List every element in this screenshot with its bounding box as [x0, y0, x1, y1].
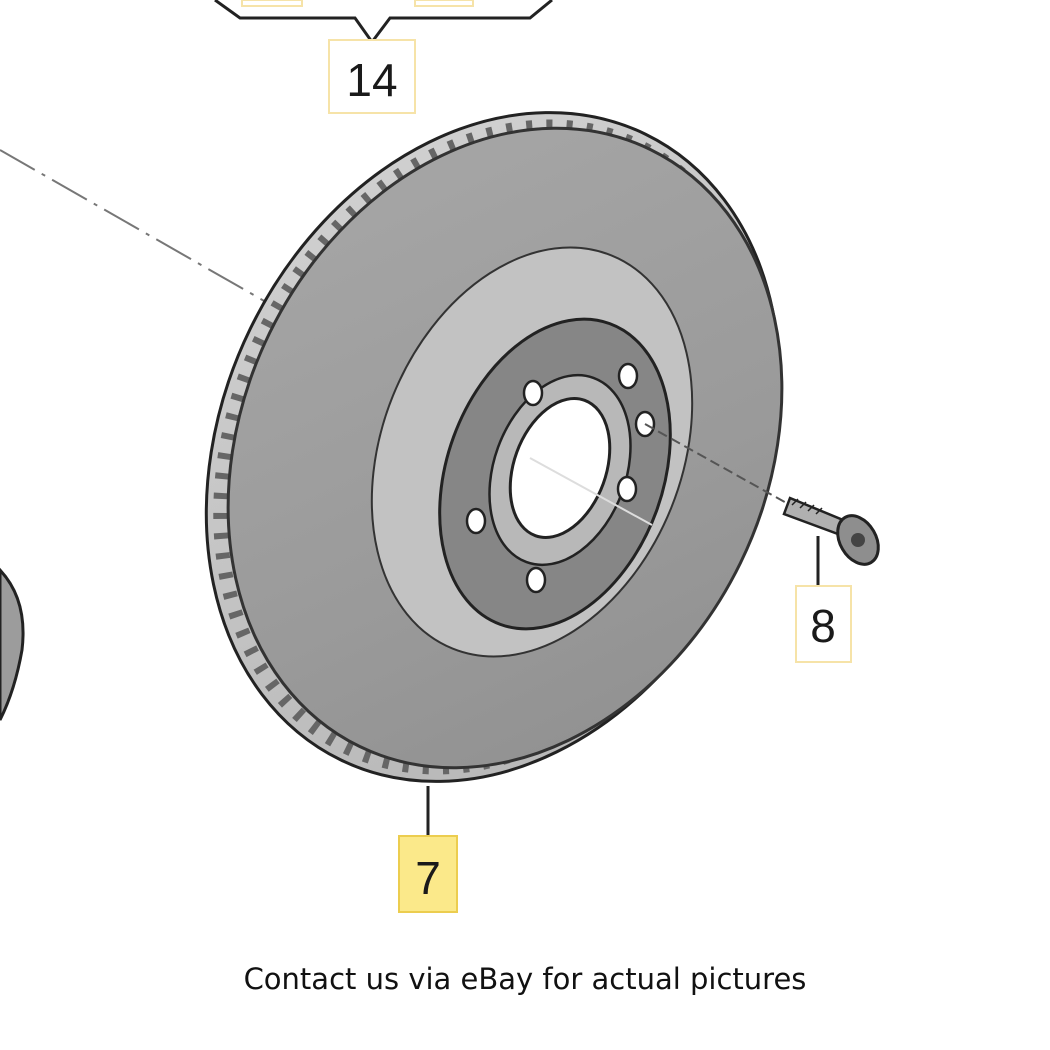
screw-icon: [782, 496, 880, 566]
center-axis-line: [0, 149, 281, 311]
callout-7-label: 7: [415, 852, 441, 904]
brake-disc-center-bore: [508, 397, 612, 539]
adjacent-part-edge: [0, 567, 25, 721]
caption: Contact us via eBay for actual pictures: [243, 962, 807, 996]
screw-guide-line: [644, 423, 791, 506]
callout-14-label: 14: [346, 54, 397, 106]
brake-disc-icon: [204, 111, 784, 783]
callout-14: 14: [328, 39, 416, 114]
callout-7: 7: [398, 835, 458, 913]
callout-8: 8: [795, 585, 852, 663]
callout-8-label: 8: [810, 600, 836, 652]
